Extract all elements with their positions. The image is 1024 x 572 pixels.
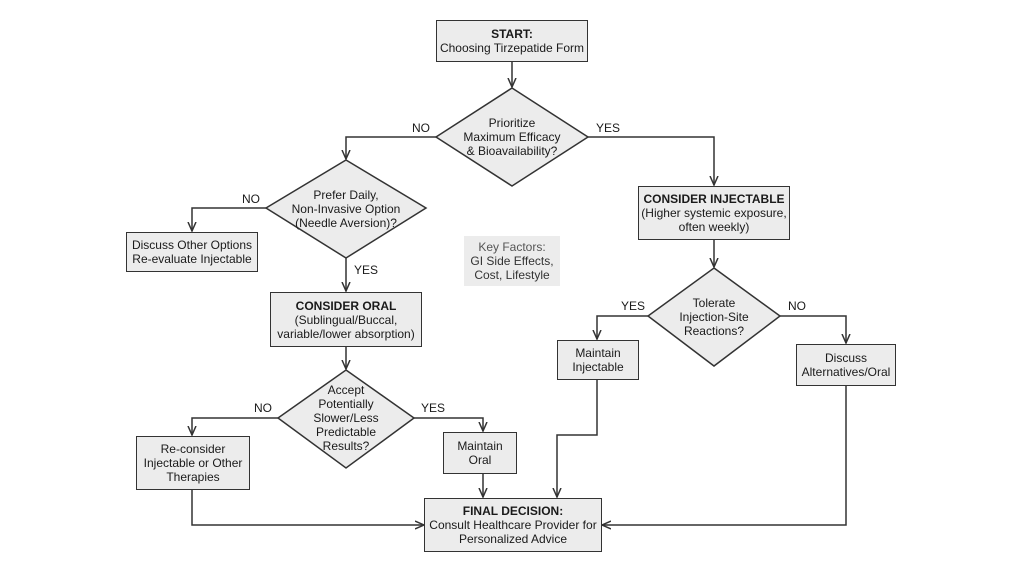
start-text: Choosing Tirzepatide Form <box>439 41 585 55</box>
oral-preference-question: Prefer Daily, Non-Invasive Option (Needl… <box>291 188 401 230</box>
efficacy-question: Prioritize Maximum Efficacy & Bioavailab… <box>463 116 561 158</box>
label-accept-yes: YES <box>421 401 446 415</box>
arrow-accept-yes <box>414 417 483 431</box>
maintain-oral-box: Maintain Oral <box>443 432 517 474</box>
label-efficacy-yes: YES <box>596 121 621 135</box>
diamond-efficacy <box>434 87 590 187</box>
final-decision-title: FINAL DECISION: <box>462 504 564 518</box>
accept-results-question: Accept Potentially Slower/Less Predictab… <box>313 383 379 453</box>
arrow-discussalt-final <box>602 386 847 525</box>
arrow-accept-no <box>192 417 278 435</box>
diamond-accept <box>276 369 416 469</box>
label-oralpref-yes: YES <box>354 263 379 277</box>
arrow-maintaininj-final <box>557 380 598 497</box>
arrow-reconsider-final <box>191 490 424 525</box>
diamond-tolerate <box>646 267 782 367</box>
arrow-tolerate-no <box>780 315 846 343</box>
label-tolerate-no: NO <box>788 299 806 313</box>
label-accept-no: NO <box>254 401 272 415</box>
reconsider-box: Re-consider Injectable or Other Therapie… <box>136 436 250 490</box>
key-factors-note: Key Factors: GI Side Effects, Cost, Life… <box>464 236 560 286</box>
tolerate-reactions-question: Tolerate Injection-Site Reactions? <box>679 296 749 338</box>
consider-oral-title: CONSIDER ORAL <box>295 298 397 313</box>
start-box: START: Choosing Tirzepatide Form <box>436 20 588 62</box>
arrow-efficacy-yes <box>588 136 714 185</box>
discuss-other-options-box: Discuss Other Options Re-evaluate Inject… <box>126 232 258 272</box>
consider-injectable-box: CONSIDER INJECTABLE (Higher systemic exp… <box>638 186 790 240</box>
final-decision-box: FINAL DECISION: Consult Healthcare Provi… <box>424 498 602 552</box>
start-title: START: <box>491 27 533 41</box>
arrow-tolerate-yes <box>597 315 648 339</box>
consider-injectable-title: CONSIDER INJECTABLE <box>643 192 785 206</box>
label-tolerate-yes: YES <box>621 299 646 313</box>
consider-oral-box: CONSIDER ORAL (Sublingual/Buccal, variab… <box>270 292 422 347</box>
maintain-injectable-box: Maintain Injectable <box>557 340 639 380</box>
label-efficacy-no: NO <box>412 121 430 135</box>
key-factors-title: Key Factors: <box>478 240 546 254</box>
discuss-alternatives-box: Discuss Alternatives/Oral <box>796 344 896 386</box>
label-oralpref-no: NO <box>242 192 260 206</box>
arrow-oralpref-no <box>192 207 266 231</box>
arrow-efficacy-no <box>346 136 436 159</box>
